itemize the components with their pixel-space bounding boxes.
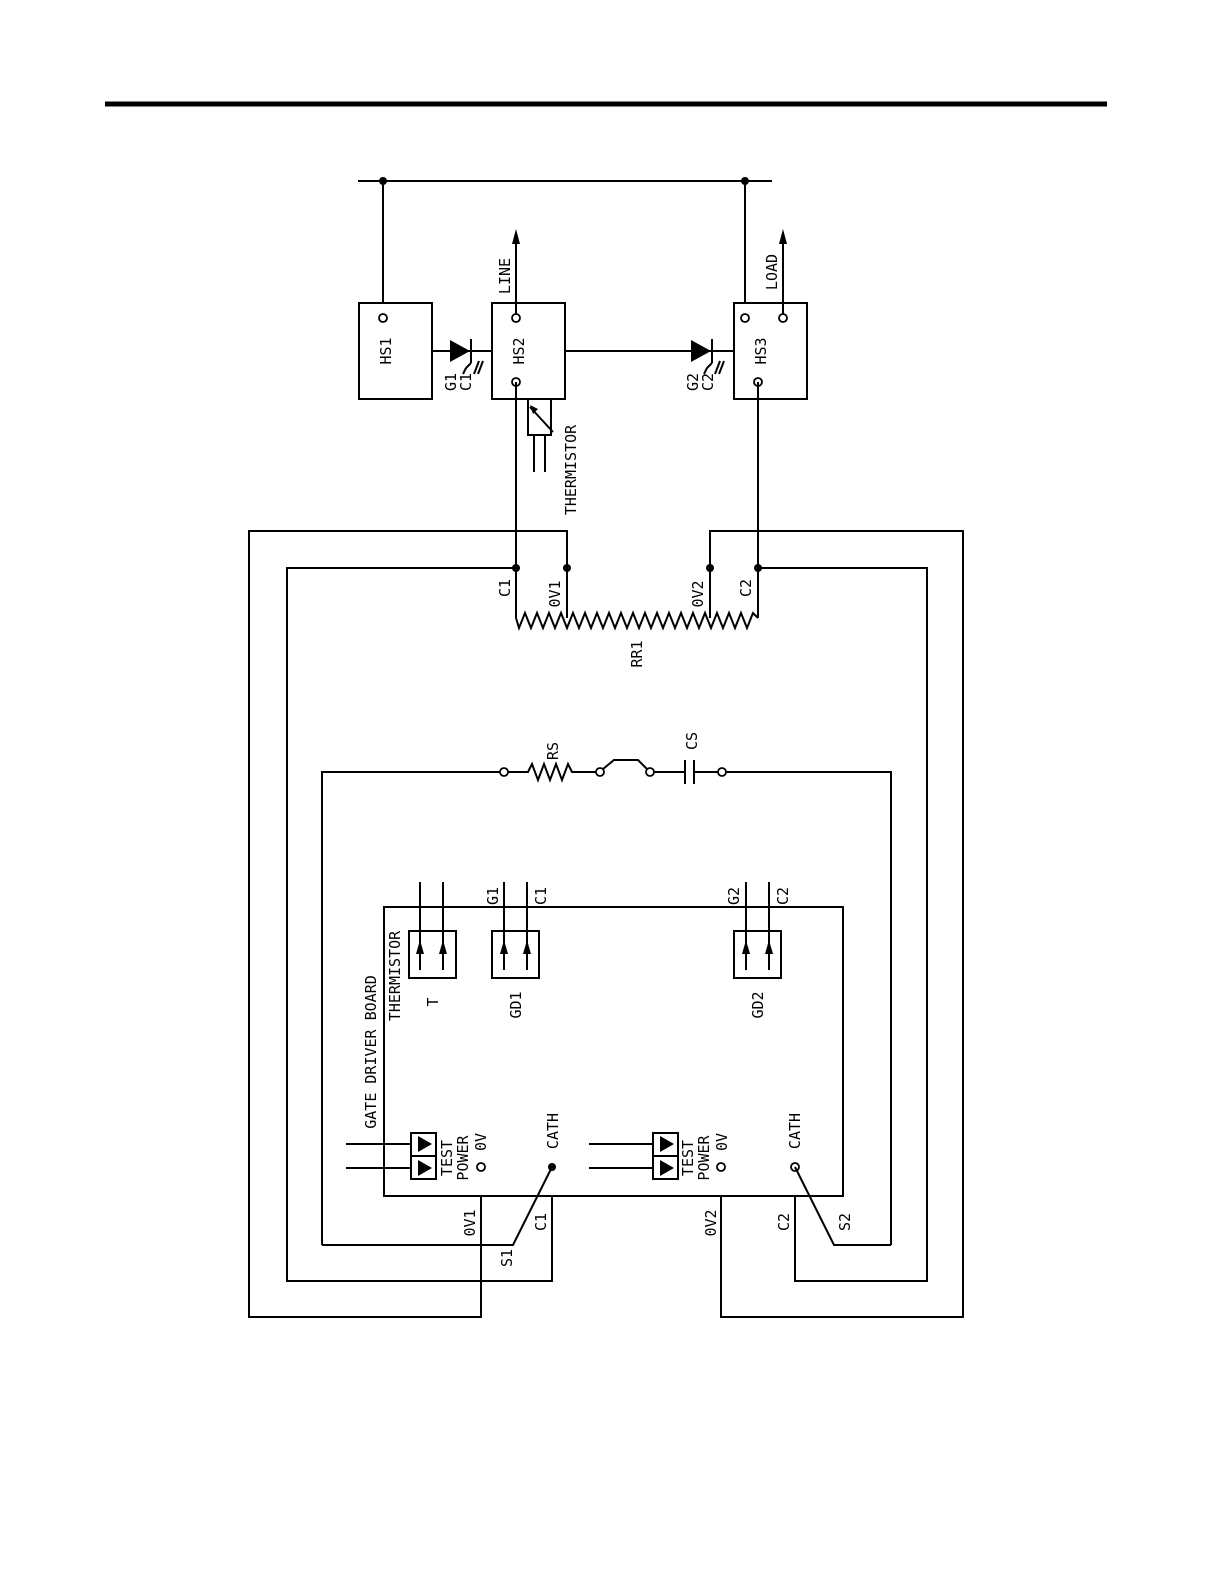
hs1-label: HS1 [377, 337, 395, 364]
s2-label: S2 [836, 1213, 854, 1231]
load-arrow-icon [779, 229, 787, 244]
cs-label: CS [683, 732, 701, 750]
thermistor-label: THERMISTOR [562, 424, 580, 515]
line-terminal: LINE [496, 229, 520, 314]
scr-2: G2 C2 [565, 339, 734, 391]
heatsink-hs1: HS1 [359, 303, 432, 399]
thermistor: THERMISTOR [528, 399, 580, 515]
rr1-c2-label: C2 [737, 579, 755, 597]
line-arrow-icon [512, 229, 520, 244]
rr1-c1-label: C1 [496, 579, 514, 597]
rr1-label: RR1 [628, 640, 646, 667]
test-power-1-power-label: POWER [454, 1134, 472, 1180]
scr1-c1-label: C1 [457, 373, 475, 391]
rr1-0v2-label: 0V2 [689, 580, 707, 607]
test-power-1-0v-label: 0V [472, 1133, 490, 1151]
gd1-c1-label: C1 [532, 887, 550, 905]
s1-label: S1 [498, 1249, 516, 1267]
board-thermistor-label: THERMISTOR [386, 930, 404, 1021]
scr2-triangle-icon [691, 340, 711, 362]
wire-0v1-label: 0V1 [461, 1209, 479, 1236]
t-label: T [424, 997, 442, 1006]
gd2-g2-label: G2 [725, 887, 743, 905]
test-power-2-power-label: POWER [695, 1134, 713, 1180]
gd2-c2-label: C2 [774, 887, 792, 905]
wire-c2-label: C2 [775, 1213, 793, 1231]
hs3-label: HS3 [752, 337, 770, 364]
gd1-label: GD1 [507, 991, 525, 1018]
rs-label: RS [544, 742, 562, 760]
line-label: LINE [496, 258, 514, 294]
cath-2-label: CATH [786, 1113, 804, 1149]
load-terminal: LOAD [763, 229, 787, 314]
wire-0v2-label: 0V2 [702, 1209, 720, 1236]
heatsink-hs3: HS3 [734, 303, 807, 399]
gd1-g1-label: G1 [484, 887, 502, 905]
rr1-0v1-label: 0V1 [546, 580, 564, 607]
top-bus [358, 177, 772, 303]
gate-driver-board-label: GATE DRIVER BOARD [362, 975, 380, 1129]
hs2-label: HS2 [510, 337, 528, 364]
load-label: LOAD [763, 254, 781, 290]
scr-1: G1 C1 [432, 339, 492, 391]
heatsink-hs2: HS2 [492, 303, 565, 399]
wire-c1-label: C1 [532, 1213, 550, 1231]
scr2-c2-label: C2 [699, 373, 717, 391]
cath-1-label: CATH [544, 1113, 562, 1149]
scr1-triangle-icon [450, 340, 470, 362]
gd2-label: GD2 [749, 991, 767, 1018]
test-power-2-0v-label: 0V [713, 1133, 731, 1151]
